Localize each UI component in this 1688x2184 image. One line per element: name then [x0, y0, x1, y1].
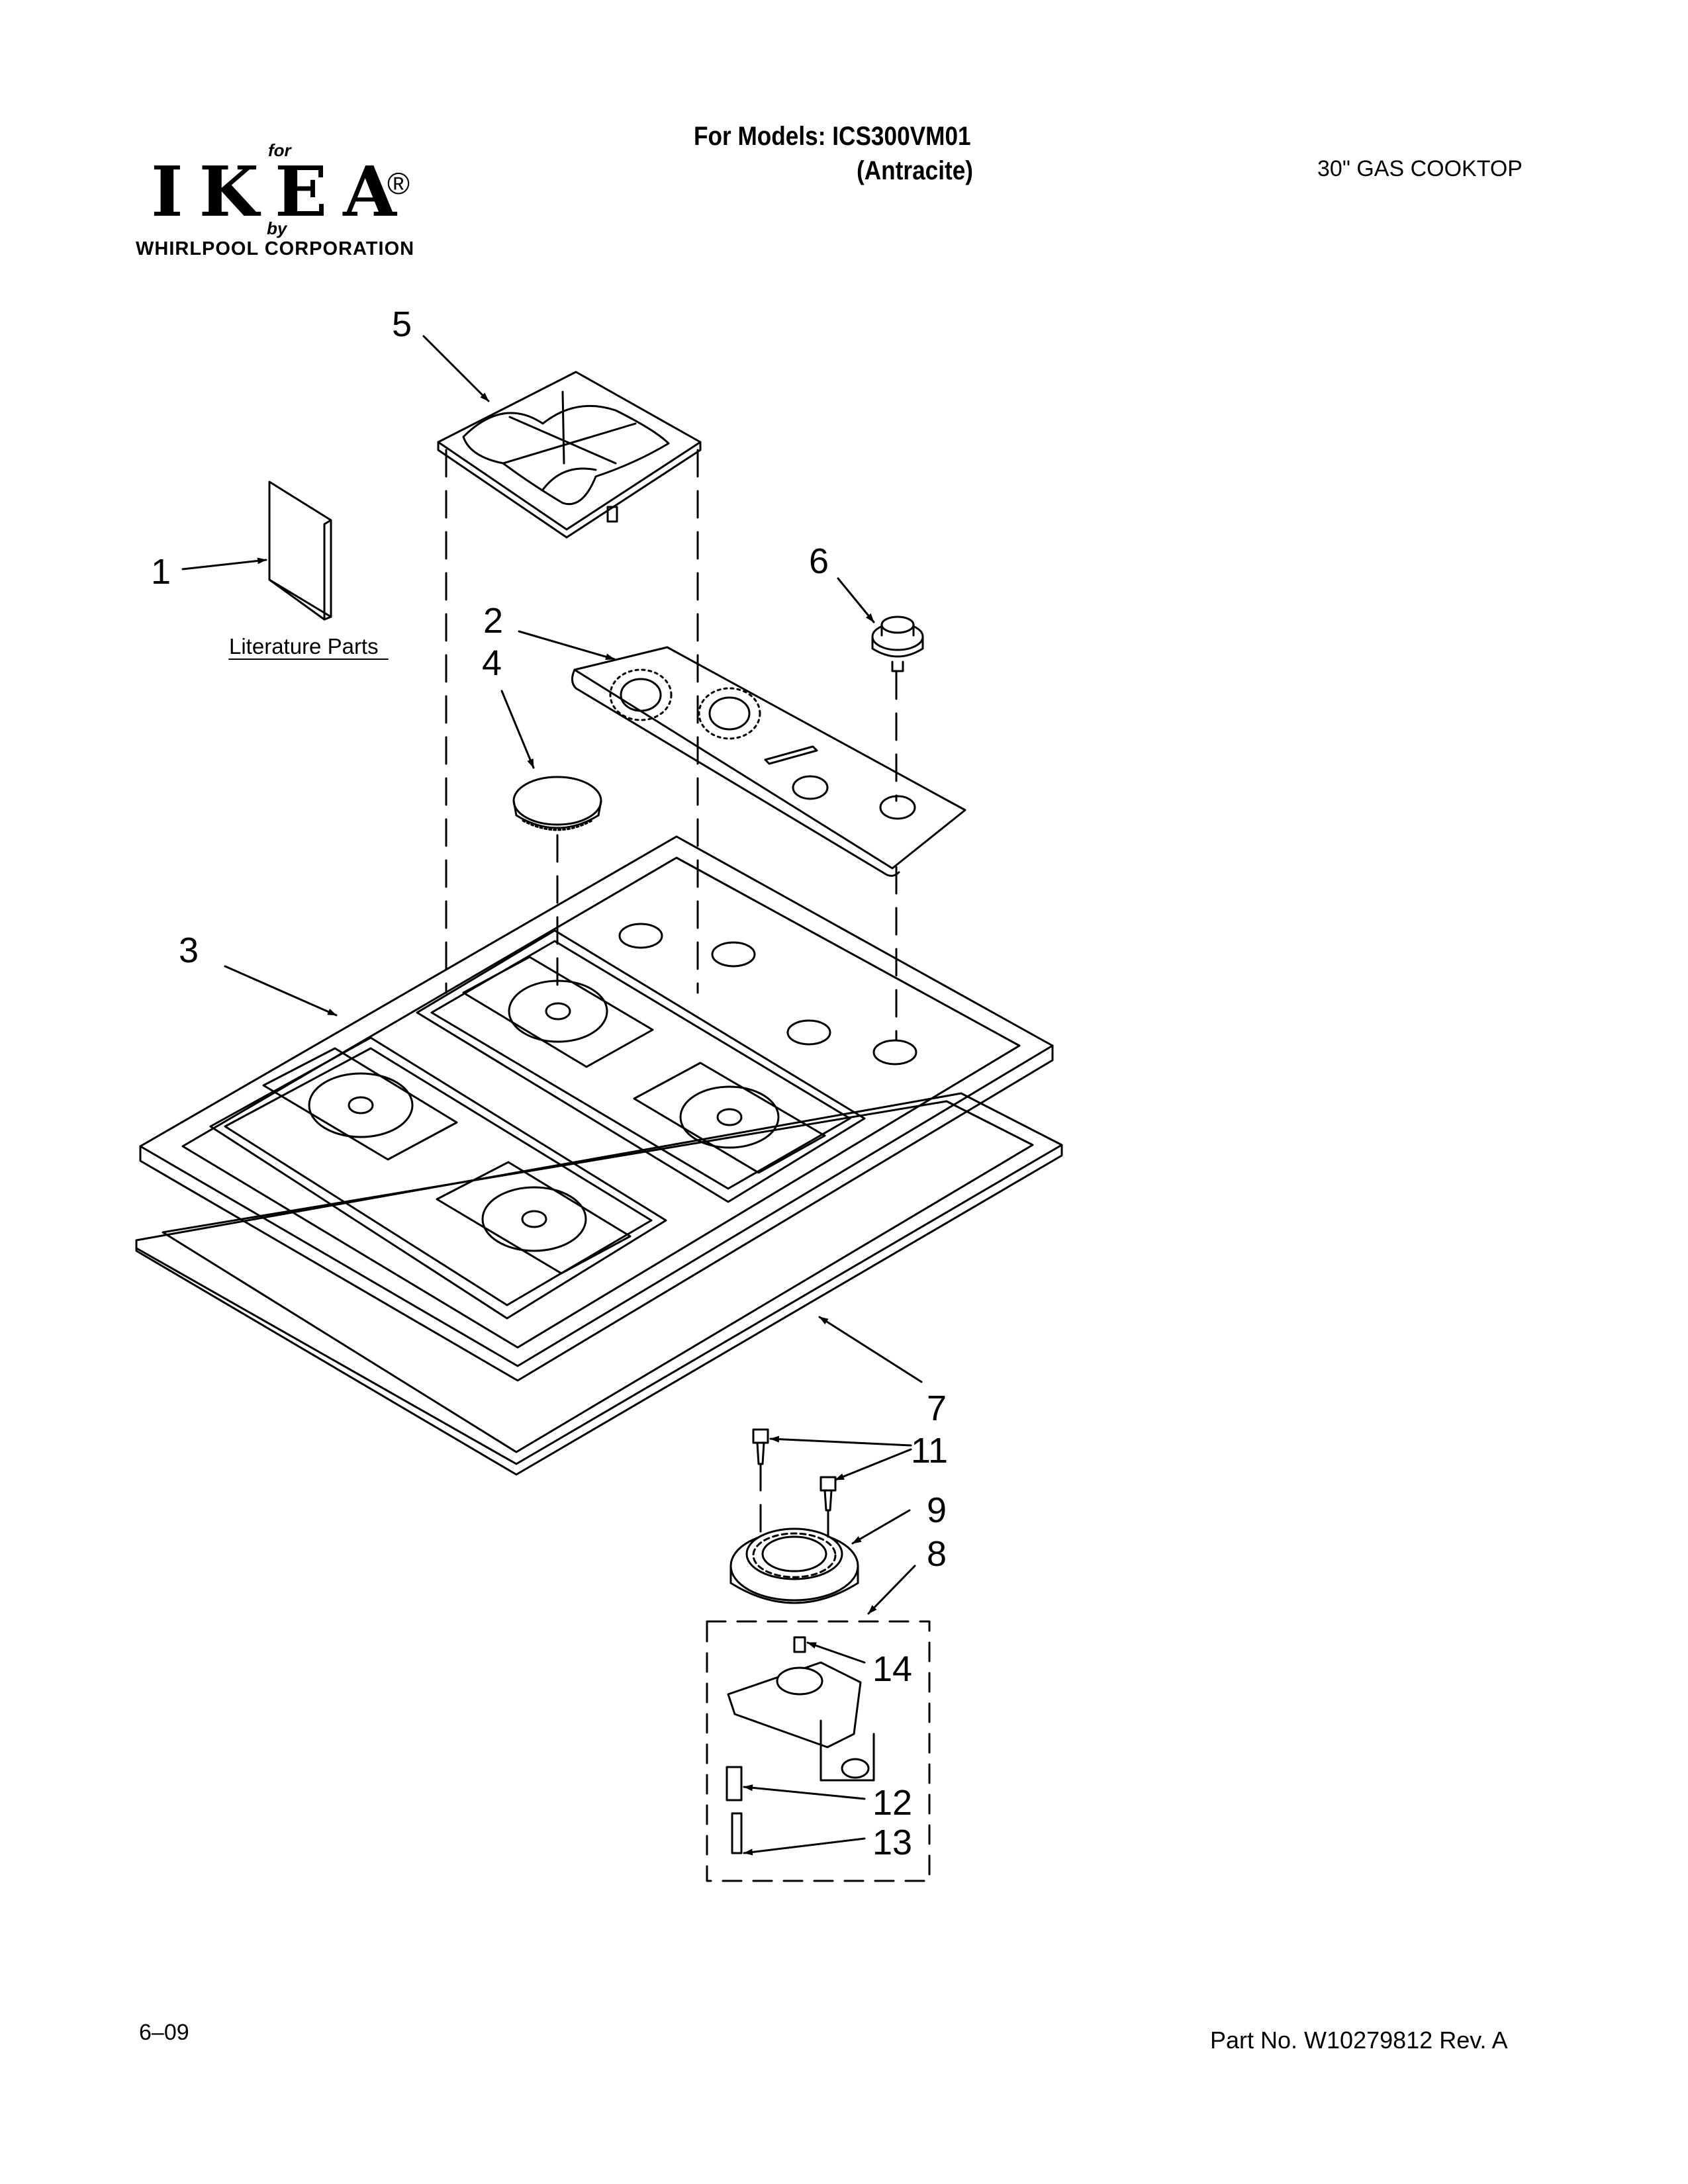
callout-5: 5	[392, 304, 412, 344]
callout-9: 9	[927, 1490, 947, 1530]
cooktop-gasket	[135, 1092, 1063, 1476]
registered-mark: ®	[387, 166, 410, 201]
burner-base	[729, 1527, 859, 1604]
callout-1: 1	[151, 552, 171, 592]
callout-12: 12	[872, 1783, 912, 1823]
callout-2: 2	[483, 601, 503, 641]
callout-8: 8	[927, 1534, 947, 1574]
callout-14: 14	[872, 1649, 912, 1689]
part-number: Part No. W10279812 Rev. A	[1210, 2026, 1508, 2054]
callout-6: 6	[809, 541, 829, 581]
models-title: For Models: ICS300VM01	[694, 122, 971, 151]
valve-assembly	[706, 1620, 931, 1882]
literature-parts-label: Literature Parts	[229, 634, 379, 659]
callout-4: 4	[482, 643, 502, 683]
cooktop-body	[139, 835, 1054, 1382]
control-panel	[571, 646, 966, 877]
variant-title: (Antracite)	[857, 156, 974, 185]
screws	[752, 1428, 837, 1512]
brand-company: WHIRLPOOL CORPORATION	[136, 238, 415, 259]
revision-date: 6–09	[139, 2020, 189, 2045]
brand-by-text: by	[267, 218, 287, 238]
ikea-logo: IKEA	[151, 151, 412, 232]
callout-7: 7	[927, 1388, 947, 1428]
callout-11: 11	[911, 1431, 948, 1471]
burner-grate	[437, 371, 702, 539]
literature-booklet	[228, 480, 389, 660]
alignment-lines	[445, 449, 898, 1550]
burner-cap	[512, 776, 602, 831]
leader-arrows	[181, 335, 923, 1856]
callout-13: 13	[872, 1823, 912, 1862]
callout-3: 3	[179, 931, 199, 970]
product-name: 30" GAS COOKTOP	[1317, 156, 1523, 181]
control-knob	[871, 615, 924, 672]
brand-for-text: for	[268, 140, 291, 160]
